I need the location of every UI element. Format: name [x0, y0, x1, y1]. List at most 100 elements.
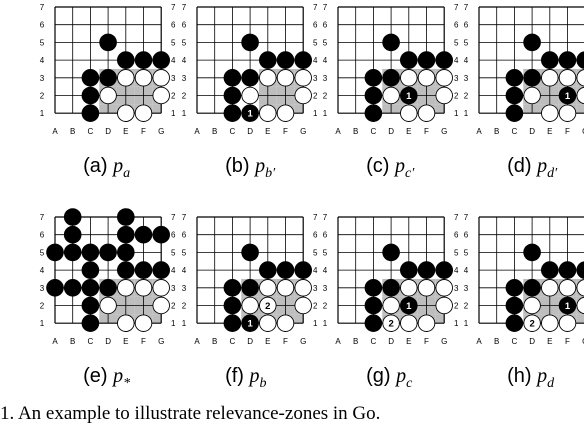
- column-label: A: [476, 127, 482, 136]
- black-stone: [505, 279, 524, 297]
- white-stone: [241, 86, 259, 105]
- row-label: 5: [171, 38, 176, 47]
- row-label: 6: [182, 231, 187, 240]
- black-stone: [364, 69, 383, 87]
- row-label: 2: [182, 302, 187, 311]
- row-label: 4: [182, 266, 187, 275]
- white-stone: [523, 296, 541, 315]
- move-number: 2: [388, 319, 393, 330]
- row-label: 2: [454, 92, 459, 101]
- row-label: 2: [454, 302, 459, 311]
- black-stone: [99, 279, 117, 297]
- subfigure-label: (f) pb: [225, 365, 266, 391]
- column-label: A: [335, 337, 341, 346]
- row-label: 1: [171, 109, 176, 118]
- white-stone: [417, 279, 436, 297]
- black-stone: [523, 279, 541, 297]
- relevance-zone-cell: [435, 104, 445, 114]
- black-stone: [382, 33, 400, 52]
- numbered-black-stone: [558, 86, 577, 105]
- black-stone: [382, 243, 400, 262]
- black-stone: [400, 261, 418, 279]
- white-stone: [558, 69, 577, 87]
- black-stone: [364, 296, 383, 315]
- numbered-black-stone: [400, 86, 418, 105]
- column-label: F: [283, 127, 288, 136]
- column-label: G: [441, 127, 447, 136]
- column-label: B: [494, 127, 499, 136]
- white-stone: [400, 314, 418, 332]
- relevance-zone-cell: [152, 314, 162, 324]
- white-stone: [259, 314, 277, 332]
- row-label: 7: [313, 213, 318, 222]
- black-stone: [81, 86, 100, 105]
- black-stone: [576, 261, 584, 279]
- column-label: B: [494, 337, 499, 346]
- column-label: F: [565, 127, 570, 136]
- white-stone: [541, 69, 559, 87]
- row-label: 7: [182, 213, 187, 222]
- row-label: 6: [464, 231, 469, 240]
- black-stone: [223, 69, 242, 87]
- white-stone: [435, 296, 453, 315]
- column-label: D: [529, 127, 535, 136]
- row-label: 6: [323, 21, 328, 30]
- subfigure-label: (a) pa: [83, 155, 130, 181]
- black-stone: [223, 104, 242, 122]
- row-label: 6: [40, 21, 45, 30]
- white-stone: [541, 279, 559, 297]
- row-label: 7: [323, 3, 328, 12]
- black-stone: [364, 104, 383, 122]
- white-stone: [99, 86, 117, 105]
- row-label: 6: [323, 231, 328, 240]
- row-label: 6: [313, 231, 318, 240]
- column-label: D: [105, 337, 111, 346]
- row-label: 4: [464, 266, 469, 275]
- column-label: E: [406, 127, 411, 136]
- row-label: 2: [313, 92, 318, 101]
- column-label: C: [88, 337, 94, 346]
- row-label: 6: [454, 231, 459, 240]
- column-label: F: [141, 337, 146, 346]
- column-label: C: [230, 127, 236, 136]
- column-label: C: [88, 127, 94, 136]
- row-label: 5: [313, 248, 318, 257]
- white-stone: [259, 69, 277, 87]
- white-stone: [576, 86, 584, 105]
- black-stone: [364, 314, 383, 333]
- move-number: 2: [529, 319, 534, 330]
- row-label: 4: [171, 266, 176, 275]
- black-stone: [99, 33, 117, 52]
- white-stone: [435, 69, 453, 87]
- row-label: 4: [313, 56, 318, 65]
- black-stone: [558, 51, 577, 69]
- white-stone: [576, 296, 584, 315]
- black-stone: [46, 279, 64, 297]
- column-label: C: [230, 337, 236, 346]
- black-stone: [541, 261, 559, 279]
- row-label: 5: [40, 248, 45, 257]
- black-stone: [46, 243, 64, 262]
- black-stone: [541, 51, 559, 69]
- row-label: 1: [323, 109, 328, 118]
- column-label: D: [388, 337, 394, 346]
- white-stone: [576, 69, 584, 87]
- black-stone: [117, 208, 135, 226]
- column-label: A: [52, 127, 58, 136]
- column-label: F: [283, 337, 288, 346]
- row-label: 3: [464, 74, 469, 83]
- black-stone: [505, 69, 524, 87]
- black-stone: [117, 243, 135, 262]
- black-stone: [117, 261, 135, 279]
- row-label: 3: [323, 74, 328, 83]
- subfigure-label: (g) pc: [366, 365, 413, 391]
- white-stone: [541, 104, 559, 122]
- row-label: 2: [464, 92, 469, 101]
- black-stone: [241, 33, 259, 52]
- black-stone: [241, 69, 259, 87]
- white-stone: [523, 86, 541, 105]
- column-label: F: [141, 127, 146, 136]
- white-stone: [117, 69, 135, 87]
